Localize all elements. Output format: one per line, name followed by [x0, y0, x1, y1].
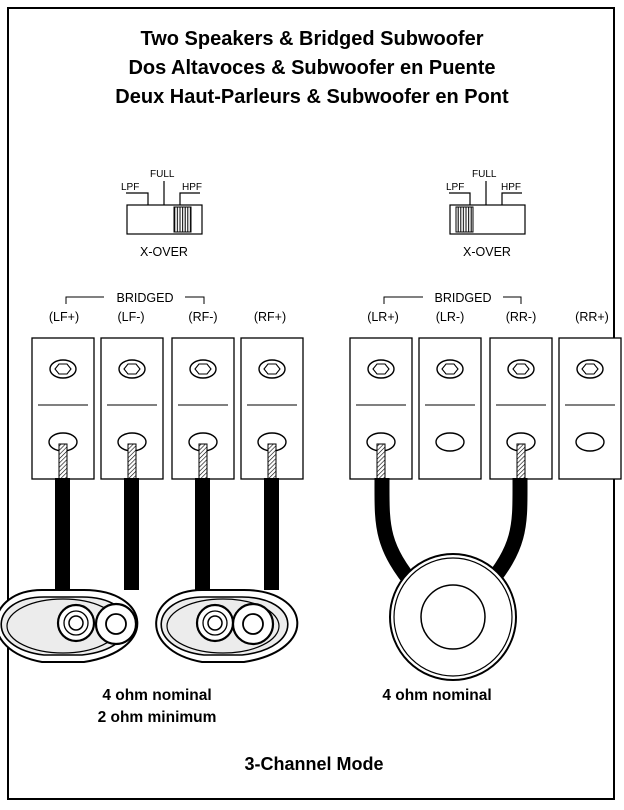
crossover-switch-right: LPF FULL HPF X-OVER	[446, 169, 526, 259]
speaker-cable	[124, 478, 139, 590]
terminal-label: (LF-)	[117, 310, 144, 324]
impedance-nominal-left: 4 ohm nominal	[102, 687, 211, 704]
terminal-label: (RR+)	[575, 310, 609, 324]
xover-lpf-label: LPF	[121, 182, 139, 193]
xover-hpf-label: HPF	[182, 182, 202, 193]
impedance-nominal-right: 4 ohm nominal	[382, 687, 491, 704]
bare-wire-strand	[198, 443, 208, 481]
terminal-wire-hole	[435, 432, 465, 452]
terminal-housing	[558, 337, 622, 480]
speaker-cable	[264, 478, 279, 590]
bare-wire-strand	[58, 443, 68, 481]
terminal-wire-hole	[575, 432, 605, 452]
bridged-bracket-left: BRIDGED	[65, 291, 205, 305]
bridged-label: BRIDGED	[117, 291, 174, 305]
bridged-bracket-right: BRIDGED	[383, 291, 522, 305]
bare-wire-strand	[267, 443, 277, 481]
terminal	[31, 337, 95, 481]
xover-lpf-label: LPF	[446, 182, 464, 193]
terminal-block-left	[31, 337, 304, 481]
mode-label: 3-Channel Mode	[244, 754, 383, 774]
bare-wire-strand	[376, 443, 386, 481]
terminal-housing	[418, 337, 482, 480]
terminal	[349, 337, 413, 481]
xover-label: X-OVER	[463, 245, 511, 259]
title: Two Speakers & Bridged Subwoofer Dos Alt…	[115, 28, 509, 108]
terminal-label: (RF-)	[188, 310, 217, 324]
title-spanish: Dos Altavoces & Subwoofer en Puente	[128, 57, 495, 79]
bare-wire-strand	[127, 443, 137, 481]
terminal	[418, 337, 482, 480]
xover-hpf-label: HPF	[501, 182, 521, 193]
bare-wire-strand	[516, 443, 526, 481]
terminal-labels-right: (LR+) (LR-) (RR-) (RR+)	[367, 310, 609, 324]
speaker-cable	[195, 478, 210, 590]
terminal	[100, 337, 164, 481]
terminal-block-right	[349, 337, 622, 481]
title-english: Two Speakers & Bridged Subwoofer	[140, 28, 483, 50]
bridged-label: BRIDGED	[435, 291, 492, 305]
xover-label: X-OVER	[140, 245, 188, 259]
speaker-cables-left	[55, 478, 279, 590]
xover-slider-knob	[173, 206, 192, 233]
xover-full-label: FULL	[150, 169, 175, 180]
crossover-switch-left: LPF FULL HPF X-OVER	[121, 169, 203, 259]
oval-speaker-right	[155, 589, 299, 663]
subwoofer-dust-cap	[420, 584, 486, 650]
terminal	[171, 337, 235, 481]
speaker-cable	[55, 478, 70, 590]
impedance-minimum-left: 2 ohm minimum	[98, 709, 217, 726]
oval-speaker-left	[0, 589, 139, 663]
xover-slider-knob	[455, 206, 474, 233]
subwoofer	[389, 553, 517, 681]
xover-full-label: FULL	[472, 169, 497, 180]
terminal-labels-left: (LF+) (LF-) (RF-) (RF+)	[49, 310, 286, 324]
terminal	[489, 337, 553, 481]
terminal-label: (LF+)	[49, 310, 79, 324]
title-french: Deux Haut-Parleurs & Subwoofer en Pont	[115, 86, 509, 108]
terminal-label: (LR+)	[367, 310, 399, 324]
terminal-label: (RF+)	[254, 310, 286, 324]
terminal	[240, 337, 304, 481]
terminal	[558, 337, 622, 480]
terminal-label: (LR-)	[436, 310, 464, 324]
terminal-label: (RR-)	[506, 310, 537, 324]
